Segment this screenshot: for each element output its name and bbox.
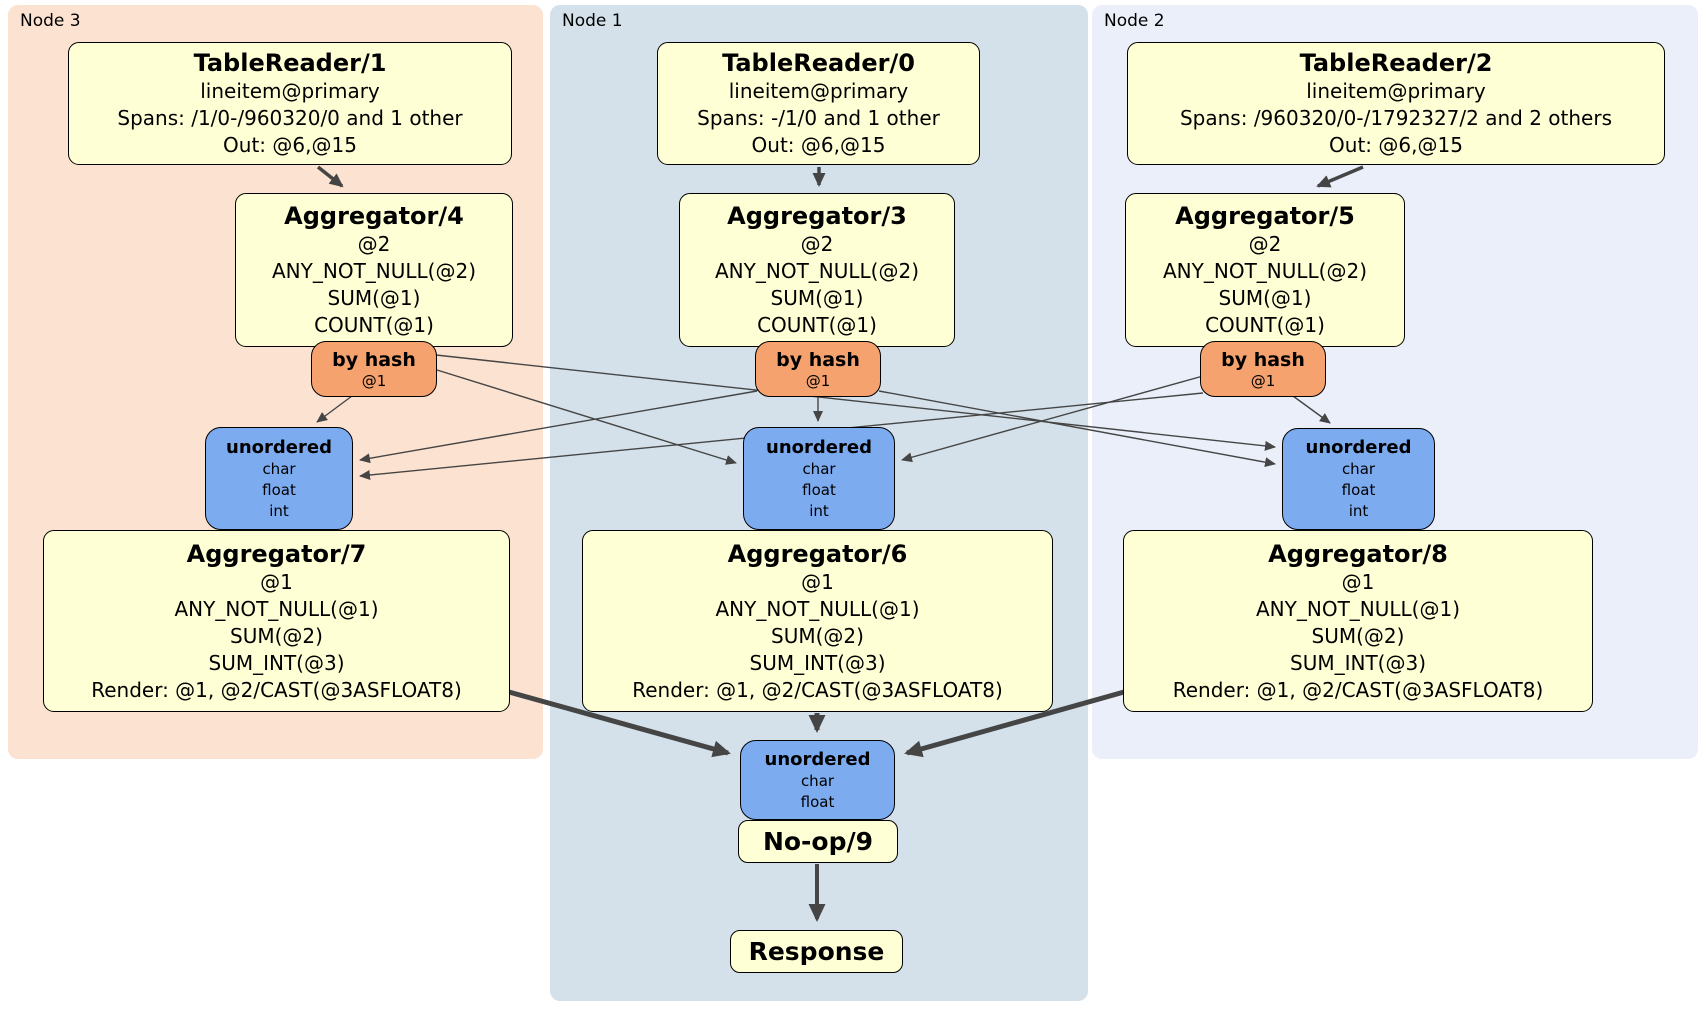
hash-router-node2: by hash @1 (1200, 341, 1326, 397)
edge-agg7-finalsync (508, 689, 731, 758)
response-box: Response (730, 930, 903, 973)
hash-router-node1-title: by hash (776, 348, 860, 371)
aggregator-6-title: Aggregator/6 (727, 539, 908, 568)
edge-r2-u1 (901, 375, 1204, 463)
unordered-sync-node2: unordered char float int (1282, 428, 1435, 530)
aggregator-3-title: Aggregator/3 (727, 202, 907, 230)
aggregator-5-line: ANY_NOT_NULL(@2) (1163, 259, 1367, 283)
aggregator-7-line: SUM_INT(@3) (208, 650, 345, 675)
aggregator-5-line: COUNT(@1) (1205, 313, 1325, 337)
tablereader-1-title: TableReader/1 (193, 49, 387, 77)
unordered-sync-node2-title: unordered (1305, 437, 1412, 458)
unordered-sync-node1: unordered char float int (743, 427, 895, 530)
unordered-sync-node3-title: unordered (226, 436, 332, 458)
hash-router-node2-key: @1 (1250, 371, 1276, 390)
noop-9-box: No-op/9 (738, 820, 898, 863)
sync-col: float (262, 480, 296, 499)
aggregator-8-line: ANY_NOT_NULL(@1) (1256, 596, 1460, 621)
edge-agg8-finalsync (904, 689, 1125, 758)
aggregator-4-line: SUM(@1) (327, 286, 421, 310)
aggregator-8-line: @1 (1341, 569, 1375, 594)
node2-label: Node 2 (1104, 11, 1165, 31)
tablereader-1-table: lineitem@primary (200, 79, 380, 103)
edge-r1-u2 (878, 390, 1276, 468)
aggregator-6-line: Render: @1, @2/CAST(@3ASFLOAT8) (632, 677, 1003, 702)
hash-router-node1-key: @1 (805, 371, 831, 390)
unordered-sync-final-title: unordered (764, 748, 871, 770)
aggregator-7-line: @1 (260, 569, 293, 594)
tablereader-0-title: TableReader/0 (722, 49, 915, 77)
sync-col: float (802, 480, 836, 499)
aggregator-8-box: Aggregator/8 @1 ANY_NOT_NULL(@1) SUM(@2)… (1123, 530, 1593, 712)
aggregator-3-line: @2 (800, 232, 834, 256)
unordered-sync-final: unordered char float (740, 740, 895, 820)
sync-col: int (809, 501, 829, 520)
aggregator-6-line: ANY_NOT_NULL(@1) (715, 596, 920, 621)
aggregator-4-line: ANY_NOT_NULL(@2) (272, 259, 476, 283)
tablereader-0-box: TableReader/0 lineitem@primary Spans: -/… (657, 42, 980, 165)
aggregator-7-title: Aggregator/7 (186, 539, 367, 568)
tablereader-1-box: TableReader/1 lineitem@primary Spans: /1… (68, 42, 512, 165)
sync-col: int (269, 501, 289, 520)
aggregator-6-line: @1 (801, 569, 834, 594)
aggregator-5-box: Aggregator/5 @2 ANY_NOT_NULL(@2) SUM(@1)… (1125, 193, 1405, 347)
aggregator-3-line: COUNT(@1) (757, 313, 877, 337)
aggregator-7-line: Render: @1, @2/CAST(@3ASFLOAT8) (91, 677, 462, 702)
tablereader-2-table: lineitem@primary (1306, 79, 1486, 103)
aggregator-6-line: SUM_INT(@3) (749, 650, 886, 675)
hash-router-node2-title: by hash (1221, 348, 1305, 371)
aggregator-8-line: SUM_INT(@3) (1290, 650, 1426, 675)
aggregator-4-line: @2 (357, 232, 391, 256)
aggregator-5-line: SUM(@1) (1218, 286, 1312, 310)
tablereader-2-box: TableReader/2 lineitem@primary Spans: /9… (1127, 42, 1665, 165)
hash-router-node1: by hash @1 (755, 341, 881, 397)
unordered-sync-node3: unordered char float int (205, 427, 353, 530)
aggregator-7-line: SUM(@2) (230, 623, 323, 648)
aggregator-4-line: COUNT(@1) (314, 313, 434, 337)
tablereader-0-table: lineitem@primary (728, 79, 909, 103)
tablereader-1-spans: Spans: /1/0-/960320/0 and 1 other (117, 106, 463, 130)
sync-col: char (800, 771, 835, 790)
sync-col: char (1341, 460, 1376, 478)
sync-col: float (800, 792, 835, 811)
aggregator-6-line: SUM(@2) (771, 623, 864, 648)
edge-r3-u1 (436, 369, 737, 465)
tablereader-2-spans: Spans: /960320/0-/1792327/2 and 2 others (1179, 106, 1612, 130)
hash-router-node3-title: by hash (332, 348, 416, 371)
node1-label: Node 1 (562, 11, 623, 31)
hash-router-node3: by hash @1 (311, 341, 437, 397)
edge-r1-u3 (359, 390, 758, 464)
sync-col: char (802, 459, 836, 478)
aggregator-7-line: ANY_NOT_NULL(@1) (174, 596, 379, 621)
unordered-sync-node1-title: unordered (766, 436, 872, 458)
aggregator-8-line: Render: @1, @2/CAST(@3ASFLOAT8) (1172, 677, 1544, 702)
tablereader-2-out: Out: @6,@15 (1329, 133, 1463, 157)
edge-r2-u2 (1292, 395, 1331, 424)
aggregator-8-line: SUM(@2) (1311, 623, 1405, 648)
aggregator-3-line: SUM(@1) (770, 286, 864, 310)
aggregator-3-line: ANY_NOT_NULL(@2) (715, 259, 919, 283)
edge-r3-u2 (435, 354, 1276, 451)
edge-r3-u3 (316, 395, 353, 423)
sync-col: float (1341, 481, 1376, 499)
edge-tr1-agg4 (316, 165, 344, 188)
tablereader-2-title: TableReader/2 (1299, 49, 1493, 77)
aggregator-3-box: Aggregator/3 @2 ANY_NOT_NULL(@2) SUM(@1)… (679, 193, 955, 347)
aggregator-4-title: Aggregator/4 (284, 202, 464, 230)
aggregator-6-box: Aggregator/6 @1 ANY_NOT_NULL(@1) SUM(@2)… (582, 530, 1053, 712)
sync-col: int (1348, 502, 1369, 520)
aggregator-7-box: Aggregator/7 @1 ANY_NOT_NULL(@1) SUM(@2)… (43, 530, 510, 712)
tablereader-0-spans: Spans: -/1/0 and 1 other (697, 106, 940, 130)
aggregator-5-line: @2 (1248, 232, 1282, 256)
tablereader-1-out: Out: @6,@15 (223, 133, 357, 157)
aggregator-5-title: Aggregator/5 (1175, 202, 1355, 230)
node3-label: Node 3 (20, 11, 81, 31)
sync-col: char (262, 459, 296, 478)
aggregator-4-box: Aggregator/4 @2 ANY_NOT_NULL(@2) SUM(@1)… (235, 193, 513, 347)
edge-tr2-agg5 (1316, 165, 1364, 188)
aggregator-8-title: Aggregator/8 (1268, 539, 1448, 568)
hash-router-node3-key: @1 (361, 371, 387, 390)
tablereader-0-out: Out: @6,@15 (751, 133, 886, 157)
